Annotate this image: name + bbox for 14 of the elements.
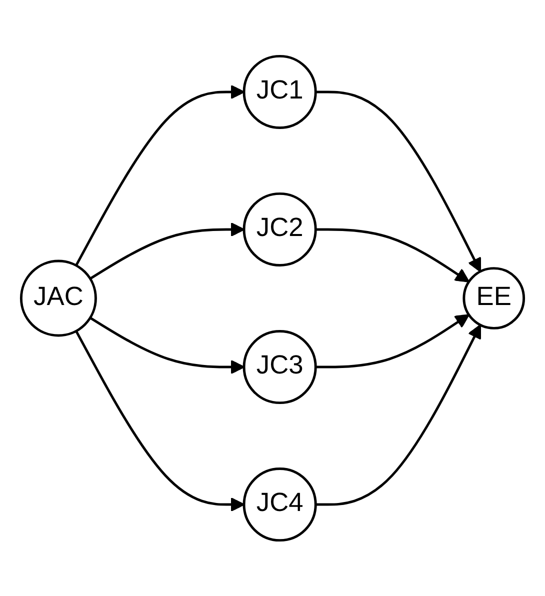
arrow xyxy=(316,90,482,272)
arrow xyxy=(75,84,245,266)
arrow xyxy=(316,324,482,506)
arrow xyxy=(75,330,245,512)
node-circle: JC1 xyxy=(242,54,317,129)
node-circle: JC2 xyxy=(242,192,317,266)
node-circle: JC4 xyxy=(242,467,317,542)
arrow xyxy=(90,316,245,374)
node-circle: JC3 xyxy=(242,330,317,404)
arrow xyxy=(316,314,470,368)
node-circle: EE xyxy=(462,266,526,330)
node-circle: JAC xyxy=(20,260,97,336)
arrow xyxy=(90,222,245,280)
arrow xyxy=(316,228,470,282)
